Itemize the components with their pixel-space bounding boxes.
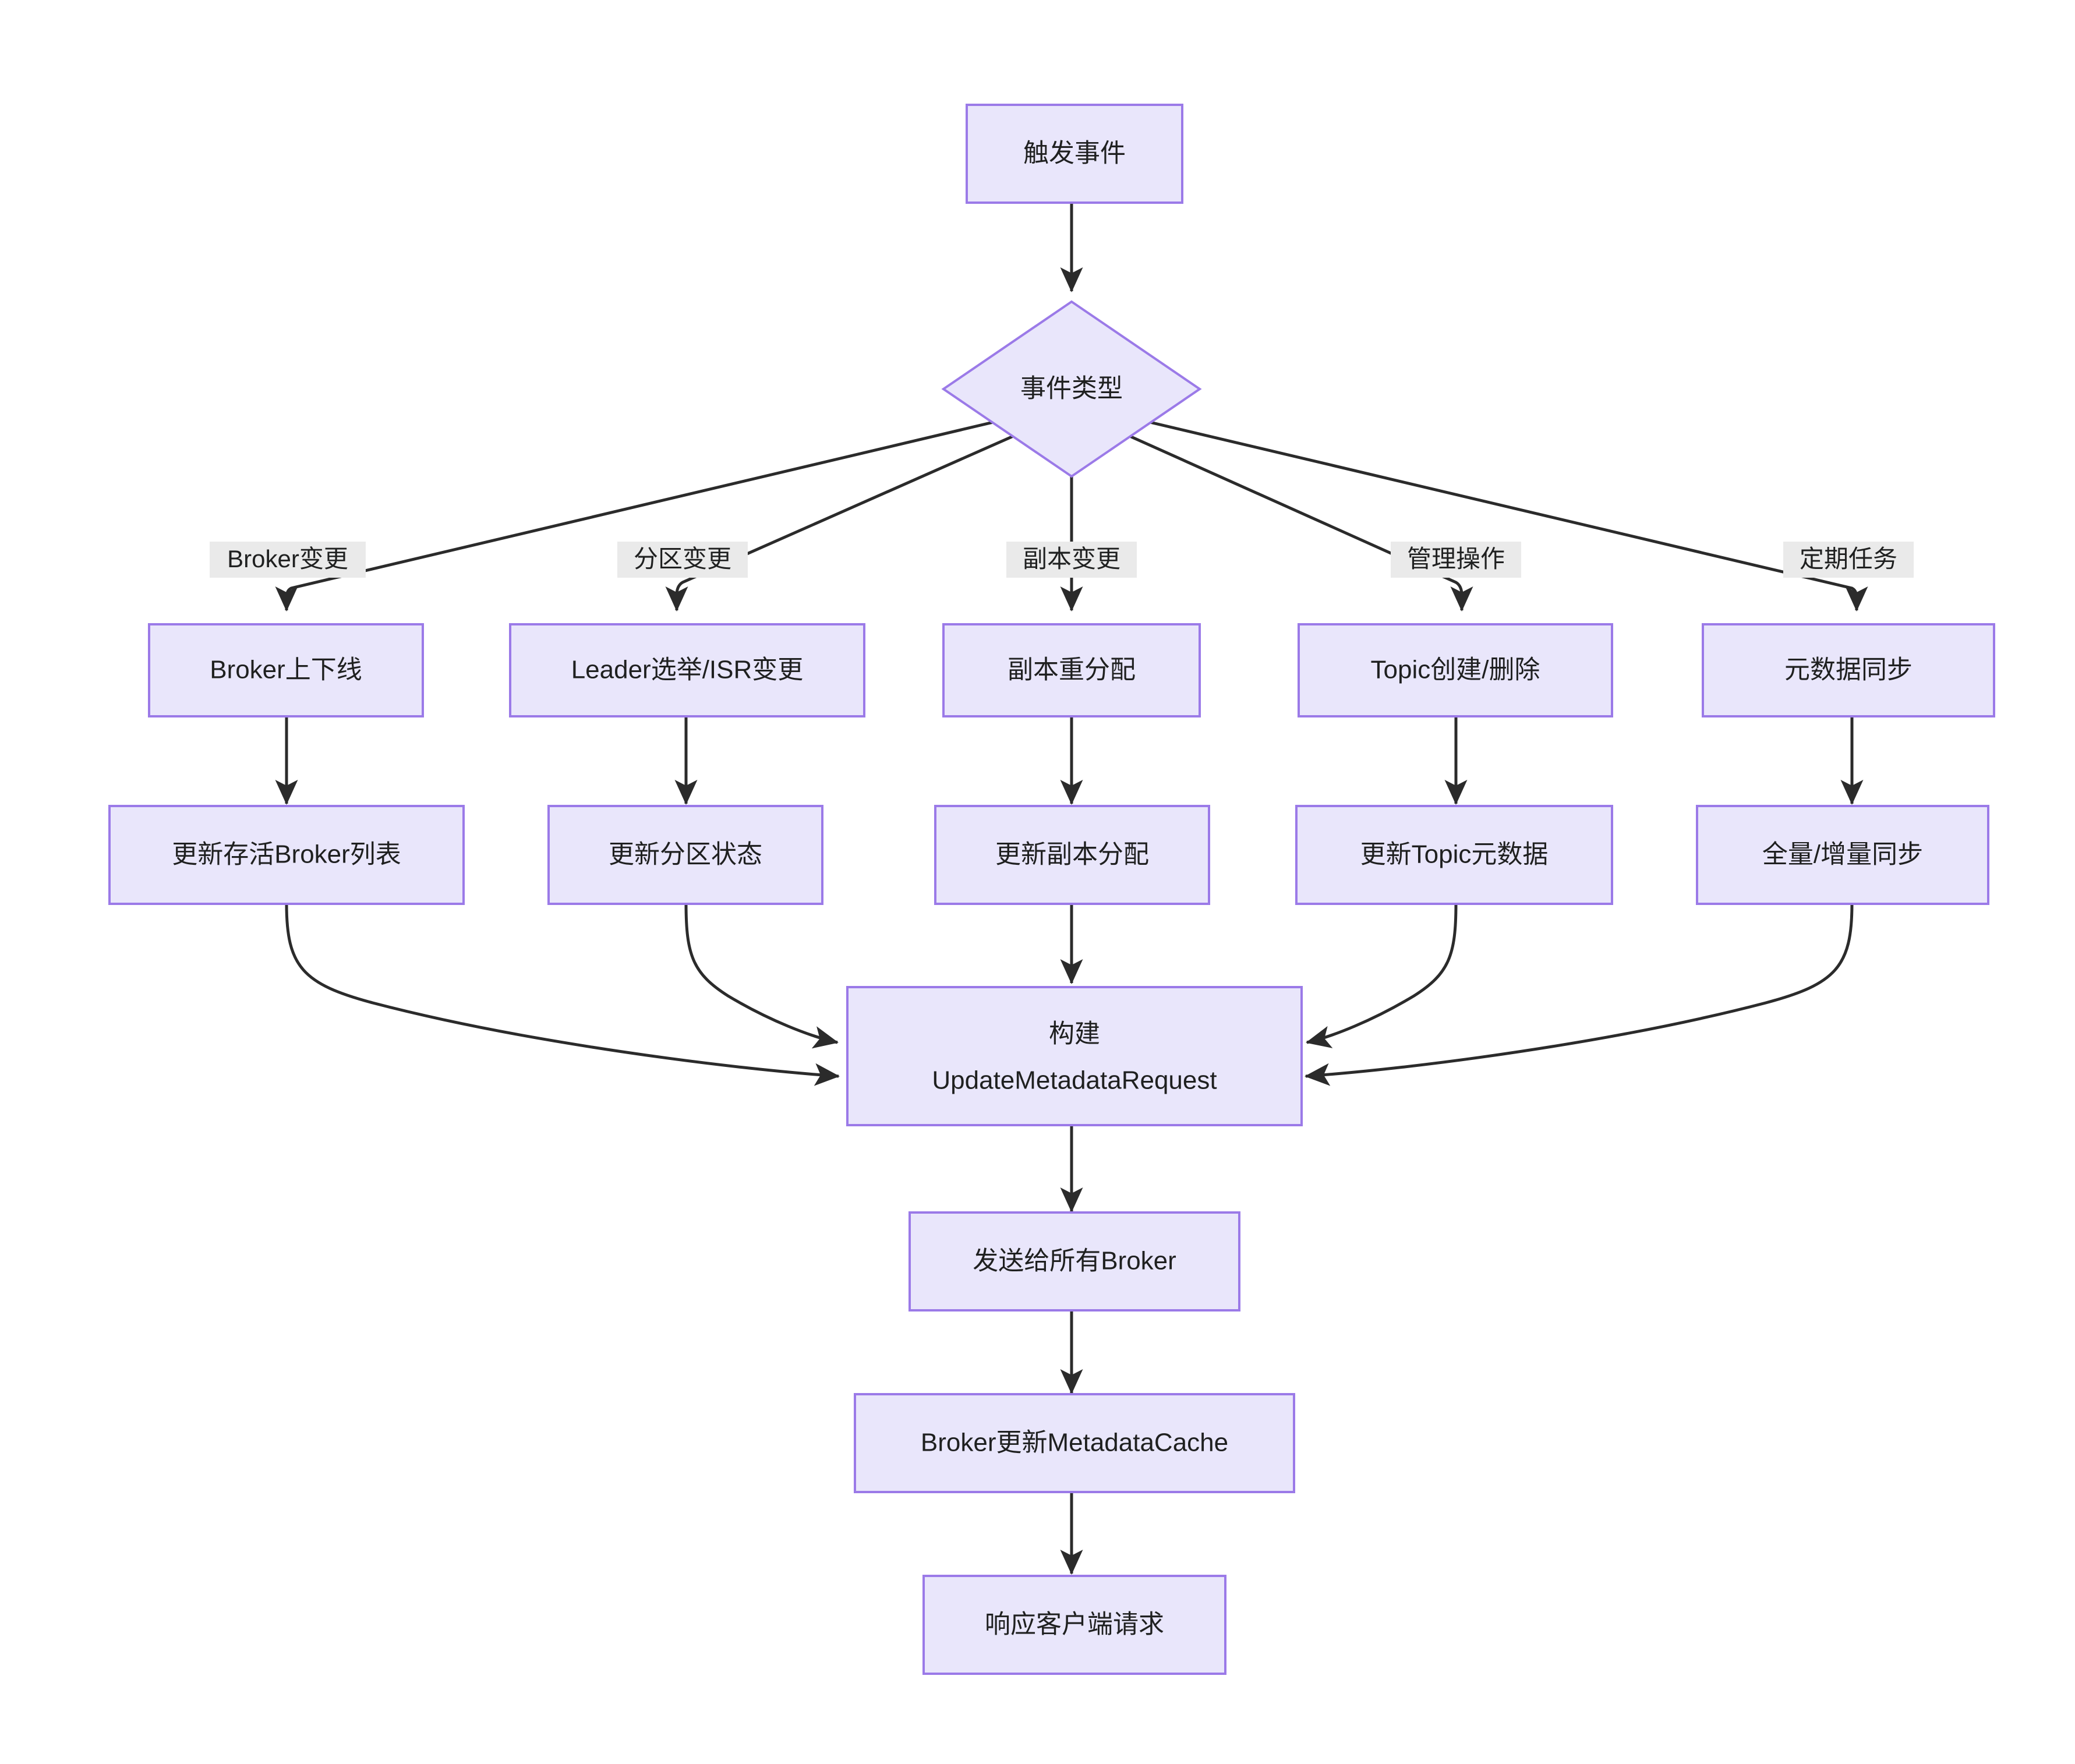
edge-update-topic-meta-to-build-request	[1306, 903, 1458, 1048]
edge-label-replica-bg	[1006, 542, 1137, 578]
node-layer: 触发事件 事件类型 Broker上下线 Leader选举/ISR变更 副本重分配	[108, 104, 1995, 1675]
node-event-type[interactable]: 事件类型	[941, 300, 1202, 478]
node-trigger-rect[interactable]	[966, 104, 1183, 204]
node-full-incr-sync-label: 全量/增量同步	[1762, 840, 1923, 869]
node-respond-client-rect[interactable]	[922, 1575, 1226, 1675]
node-broker-change-rect[interactable]	[148, 623, 424, 717]
node-admin-op-label: Topic创建/删除	[1371, 656, 1540, 684]
node-periodic-task-label: 元数据同步	[1784, 656, 1913, 684]
node-event-type-diamond[interactable]	[941, 300, 1202, 478]
node-broker-update-cache-label: Broker更新MetadataCache	[921, 1429, 1228, 1457]
node-respond-client-label: 响应客户端请求	[985, 1610, 1164, 1639]
node-admin-op[interactable]: Topic创建/删除	[1298, 623, 1613, 717]
edge-event-type-to-broker-change	[275, 416, 1011, 612]
node-update-replica-assign-label: 更新副本分配	[995, 840, 1149, 869]
node-admin-op-rect[interactable]	[1298, 623, 1613, 717]
edge-layer	[275, 201, 1868, 1575]
edge-label-periodic-task: 定期任务	[1783, 542, 1914, 578]
edge-event-type-to-partition-change	[665, 429, 1026, 612]
node-build-request-label-line1: 构建	[1049, 1020, 1100, 1048]
node-partition-change-rect[interactable]	[509, 623, 865, 717]
edge-label-broker: Broker变更	[227, 545, 348, 572]
node-update-partition-state-label: 更新分区状态	[609, 840, 762, 869]
edge-label-periodic-bg	[1783, 542, 1914, 578]
edge-label-replica: 副本变更	[1023, 545, 1120, 572]
node-trigger[interactable]: 触发事件	[966, 104, 1183, 204]
node-respond-client[interactable]: 响应客户端请求	[922, 1575, 1226, 1675]
node-send-all-brokers-label: 发送给所有Broker	[973, 1247, 1176, 1275]
edge-label-broker-bg	[210, 542, 366, 578]
node-update-partition-state-rect[interactable]	[547, 805, 823, 905]
node-update-live-brokers[interactable]: 更新存活Broker列表	[108, 805, 465, 905]
node-replica-change-rect[interactable]	[942, 623, 1201, 717]
edge-label-admin: 管理操作	[1407, 545, 1505, 572]
node-broker-change-label: Broker上下线	[210, 656, 362, 684]
node-periodic-task[interactable]: 元数据同步	[1702, 623, 1995, 717]
node-update-partition-state[interactable]: 更新分区状态	[547, 805, 823, 905]
edge-full-incr-sync-to-build-request	[1305, 903, 1854, 1086]
edge-update-partition-state-to-build-request	[684, 903, 839, 1049]
node-full-incr-sync[interactable]: 全量/增量同步	[1696, 805, 1989, 905]
edge-label-replica-change: 副本变更	[1006, 542, 1137, 578]
edge-event-type-to-periodic-task	[1132, 416, 1868, 612]
edge-update-live-brokers-to-build-request	[285, 903, 840, 1086]
node-event-type-label: 事件类型	[1020, 374, 1123, 403]
edge-event-type-to-admin-op	[1117, 429, 1473, 612]
node-update-replica-assign[interactable]: 更新副本分配	[934, 805, 1210, 905]
node-update-live-brokers-rect[interactable]	[108, 805, 465, 905]
node-update-topic-meta-rect[interactable]	[1295, 805, 1613, 905]
edge-label-partition-change: 分区变更	[617, 542, 748, 578]
node-broker-update-cache-rect[interactable]	[854, 1393, 1295, 1493]
node-broker-update-cache[interactable]: Broker更新MetadataCache	[854, 1393, 1295, 1493]
node-build-request[interactable]: 构建 UpdateMetadataRequest	[846, 986, 1303, 1126]
node-build-request-rect[interactable]	[846, 986, 1303, 1126]
node-build-request-label-line2: UpdateMetadataRequest	[932, 1066, 1217, 1095]
node-partition-change-label: Leader选举/ISR变更	[571, 656, 804, 684]
node-update-live-brokers-label: 更新存活Broker列表	[172, 840, 401, 869]
node-trigger-label: 触发事件	[1023, 139, 1126, 168]
edge-label-periodic: 定期任务	[1800, 545, 1897, 572]
node-replica-change[interactable]: 副本重分配	[942, 623, 1201, 717]
node-replica-change-label: 副本重分配	[1008, 656, 1136, 684]
edge-label-admin-op: 管理操作	[1391, 542, 1521, 578]
node-update-topic-meta[interactable]: 更新Topic元数据	[1295, 805, 1613, 905]
node-broker-change[interactable]: Broker上下线	[148, 623, 424, 717]
node-full-incr-sync-rect[interactable]	[1696, 805, 1989, 905]
node-send-all-brokers-rect[interactable]	[909, 1211, 1240, 1311]
edge-label-layer: Broker变更 分区变更 副本变更 管理操作 定期任务	[210, 542, 1914, 578]
edge-label-admin-bg	[1391, 542, 1521, 578]
node-update-topic-meta-label: 更新Topic元数据	[1360, 840, 1549, 869]
edge-label-broker-change: Broker变更	[210, 542, 366, 578]
node-partition-change[interactable]: Leader选举/ISR变更	[509, 623, 865, 717]
node-send-all-brokers[interactable]: 发送给所有Broker	[909, 1211, 1240, 1311]
edge-label-partition-bg	[617, 542, 748, 578]
node-periodic-task-rect[interactable]	[1702, 623, 1995, 717]
edge-label-partition: 分区变更	[634, 545, 731, 572]
node-update-replica-assign-rect[interactable]	[934, 805, 1210, 905]
